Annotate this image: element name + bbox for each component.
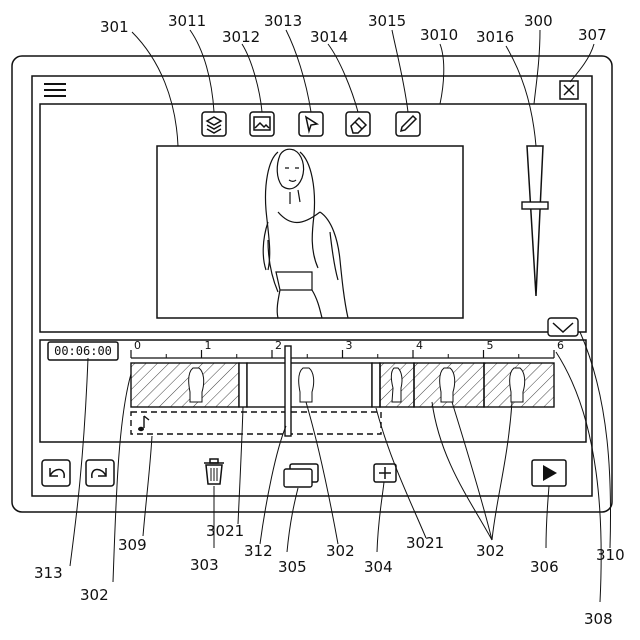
timeline-ruler: 0 1 2 3 4 5 6: [131, 339, 564, 358]
label-toolbar: 3010: [420, 26, 458, 44]
leader-lines: [70, 30, 611, 602]
time-display-text: 00:06:00: [54, 344, 112, 358]
label-timeline-end: 308: [584, 610, 613, 628]
clip-track: [131, 363, 554, 407]
label-clip-first: 302: [80, 586, 109, 604]
plus-icon: [379, 467, 391, 479]
ruler-tick-label: 5: [487, 339, 494, 352]
hamburger-menu-icon[interactable]: [44, 84, 66, 96]
label-play-button: 306: [530, 558, 559, 576]
pen-icon: [401, 116, 416, 131]
redo-button[interactable]: [86, 460, 114, 486]
slider-thumb[interactable]: [522, 202, 548, 209]
tool-select-button[interactable]: [299, 112, 323, 136]
close-button[interactable]: [560, 81, 578, 99]
tool-layers-button[interactable]: [202, 112, 226, 136]
cursor-icon: [306, 117, 317, 131]
label-slider: 3016: [476, 28, 514, 46]
label-collapse-button: 310: [596, 546, 625, 564]
ruler-tick-label: 1: [205, 339, 212, 352]
label-clip-middle: 302: [326, 542, 355, 560]
label-handle-right: 3021: [406, 534, 444, 552]
layers-icon: [207, 117, 221, 133]
vertical-slider[interactable]: [522, 146, 548, 296]
image-icon: [254, 117, 270, 130]
label-tool-select: 3013: [264, 12, 302, 30]
playhead[interactable]: [285, 346, 291, 436]
undo-button[interactable]: [42, 460, 70, 486]
label-tool-image: 3012: [222, 28, 260, 46]
trash-icon: [204, 459, 224, 484]
label-tool-eraser: 3014: [310, 28, 348, 46]
tool-pen-button[interactable]: [396, 112, 420, 136]
copy-button[interactable]: [284, 464, 318, 487]
eraser-icon: [351, 118, 366, 133]
person-figure: [263, 149, 348, 318]
ruler-tick-label: 0: [134, 339, 141, 352]
label-audio-track: 309: [118, 536, 147, 554]
undo-icon: [50, 468, 64, 478]
tool-eraser-button[interactable]: [346, 112, 370, 136]
collapse-button[interactable]: [548, 318, 578, 336]
tool-image-button[interactable]: [250, 112, 274, 136]
preview-image: [157, 146, 463, 318]
music-note-icon: [138, 416, 149, 431]
label-copy-button: 305: [278, 558, 307, 576]
label-delete-button: 303: [190, 556, 219, 574]
label-add-button: 304: [364, 558, 393, 576]
add-button[interactable]: [374, 464, 396, 482]
video-clip[interactable]: [131, 363, 239, 407]
label-preview-image: 301: [100, 18, 129, 36]
audio-track[interactable]: [131, 412, 381, 434]
label-device: 300: [524, 12, 553, 30]
ruler-tick-label: 3: [346, 339, 353, 352]
redo-icon: [92, 468, 106, 478]
ruler-tick-label: 4: [416, 339, 423, 352]
clip-handle-left[interactable]: [239, 363, 247, 407]
label-handle-left: 3021: [206, 522, 244, 540]
ruler-tick-label: 6: [557, 339, 564, 352]
label-playhead: 312: [244, 542, 273, 560]
label-close-button: 307: [578, 26, 607, 44]
label-tool-pen: 3015: [368, 12, 406, 30]
editing-area: [40, 104, 586, 332]
label-clips-group: 302: [476, 542, 505, 560]
label-time-display: 313: [34, 564, 63, 582]
play-button[interactable]: [532, 460, 566, 486]
label-tool-layers: 3011: [168, 12, 206, 30]
time-display: 00:06:00: [48, 342, 118, 360]
play-icon: [543, 465, 557, 481]
clip-handle-right[interactable]: [372, 363, 380, 407]
delete-button[interactable]: [204, 459, 224, 484]
ruler-tick-label: 2: [275, 339, 282, 352]
copy-icon: [284, 464, 318, 487]
